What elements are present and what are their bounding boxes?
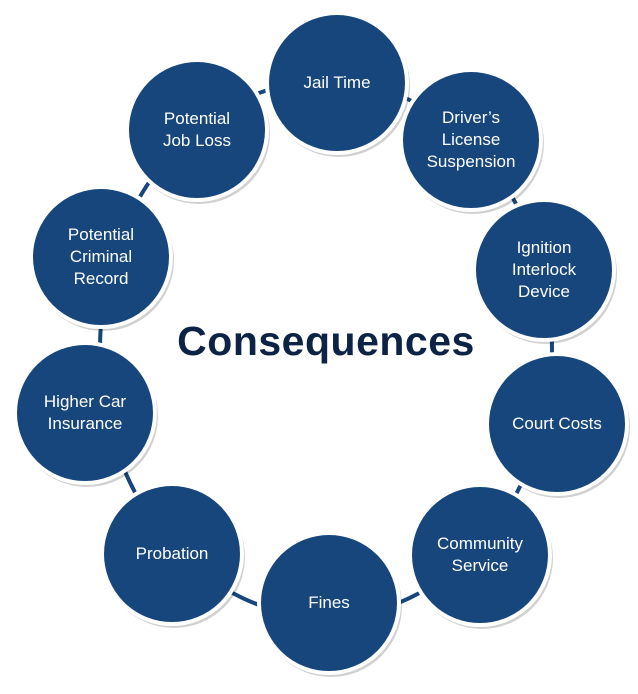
node-potential-criminal-record-circle	[29, 185, 173, 329]
node-drivers-license-suspension-circle	[399, 68, 543, 212]
diagram-title: Consequences	[177, 318, 475, 364]
node-potential-criminal-record-label: Potential Criminal Record	[67, 225, 135, 288]
node-fines-label: Fines	[308, 593, 350, 612]
node-fines-circle	[257, 531, 401, 675]
node-jail-time-label: Jail Time	[303, 73, 371, 92]
node-potential-job-loss-label: Potential Job Loss	[162, 109, 232, 150]
node-potential-job-loss-circle	[125, 58, 269, 202]
node-court-costs-label: Court Costs	[512, 414, 602, 433]
node-probation-label: Probation	[135, 544, 209, 563]
node-jail-time-circle	[265, 11, 409, 155]
node-circles	[13, 11, 630, 677]
node-ignition-interlock-device-circle	[472, 198, 616, 342]
node-court-costs-circle	[485, 352, 629, 496]
node-higher-car-insurance-label: Higher Car Insurance	[43, 392, 127, 433]
node-community-service-circle	[408, 483, 552, 627]
node-probation-circle	[100, 482, 244, 626]
node-community-service-label: Community Service	[437, 534, 523, 575]
node-drivers-license-suspension-label: Driver’s License Suspension	[426, 108, 516, 171]
node-higher-car-insurance-circle	[13, 341, 157, 485]
node-ignition-interlock-device-label: Ignition Interlock Device	[511, 238, 577, 301]
